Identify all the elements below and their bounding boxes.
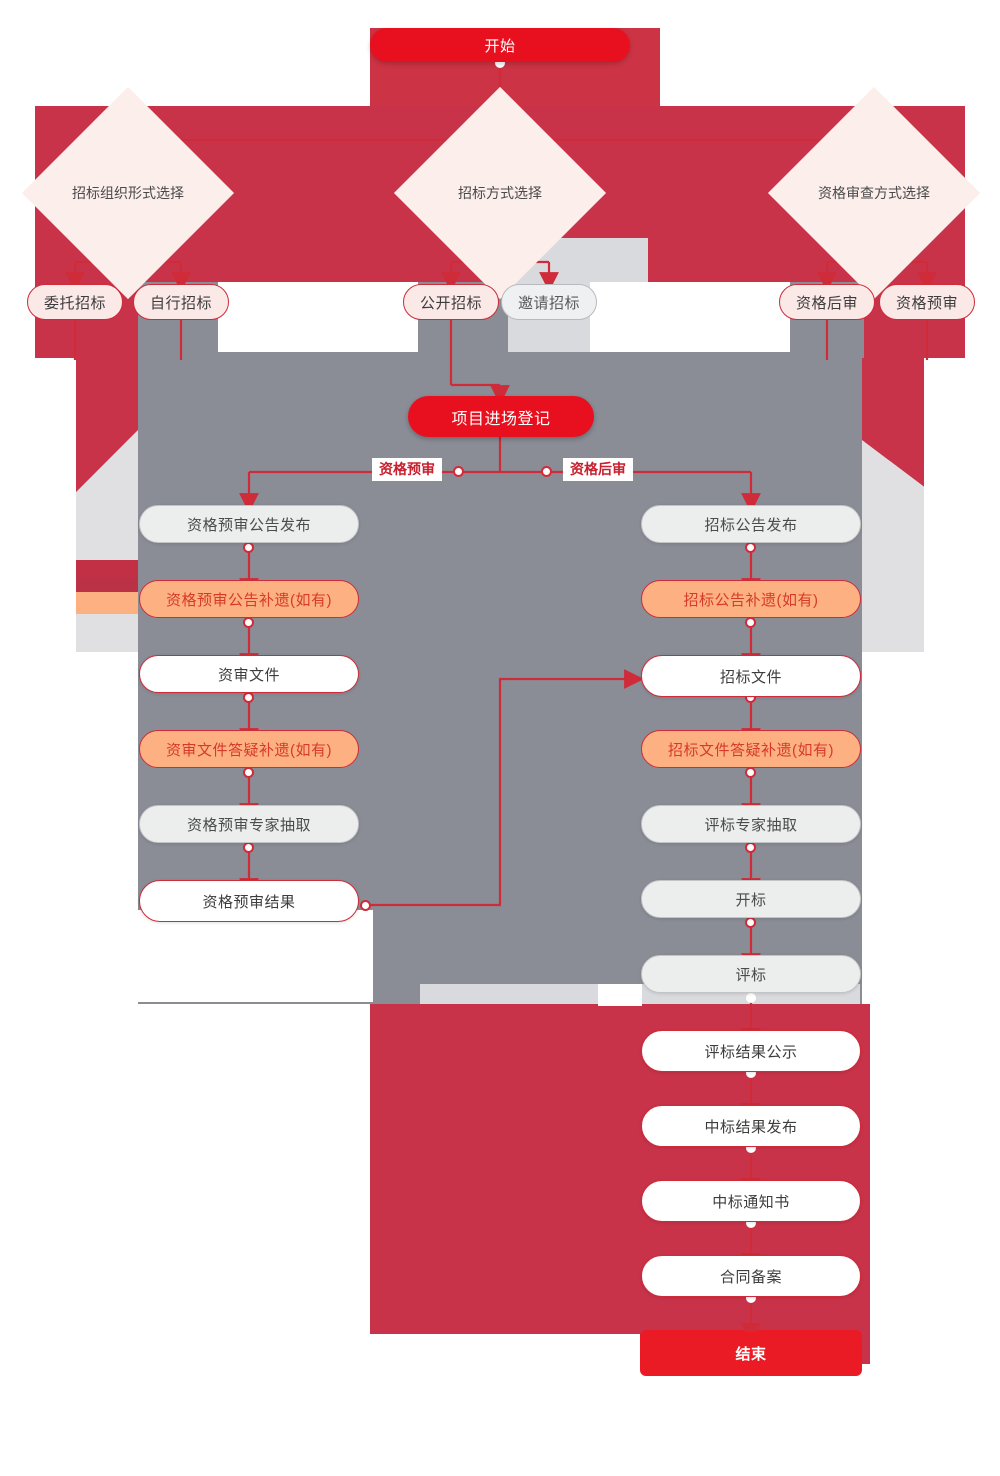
node-R1[interactable]: 招标公告发布	[641, 505, 861, 543]
bg-strip-a	[76, 560, 138, 578]
node-R4[interactable]: 招标文件答疑补遗(如有)	[641, 730, 861, 768]
junction-dot-branch-left	[453, 466, 464, 477]
bg-block-white-lower	[138, 910, 373, 1002]
junction-dot-start	[495, 58, 505, 68]
junction-dot-L3	[243, 692, 254, 703]
node-R6[interactable]: 开标	[641, 880, 861, 918]
node-R8[interactable]: 评标结果公示	[641, 1030, 861, 1072]
node-project-registration[interactable]: 项目进场登记	[408, 396, 594, 437]
node-R7[interactable]: 评标	[641, 955, 861, 993]
junction-dot-R10	[746, 1218, 756, 1228]
bg-strip-c	[76, 592, 138, 614]
node-end[interactable]: 结束	[640, 1332, 862, 1374]
option-公开招标[interactable]: 公开招标	[403, 284, 499, 320]
node-R2[interactable]: 招标公告补遗(如有)	[641, 580, 861, 618]
junction-dot-R6	[745, 917, 756, 928]
node-L3[interactable]: 资审文件	[139, 655, 359, 693]
junction-dot-R11	[746, 1293, 756, 1303]
option-资格后审[interactable]: 资格后审	[779, 284, 875, 320]
node-L6[interactable]: 资格预审结果	[139, 880, 359, 922]
junction-dot-R5	[745, 842, 756, 853]
bg-block-white-left	[218, 282, 418, 358]
branch-label-right: 资格后审	[563, 458, 633, 482]
option-资格预审[interactable]: 资格预审	[879, 284, 975, 320]
decision-label-1: 招标组织形式选择	[72, 185, 184, 201]
branch-label-left: 资格预审	[372, 458, 442, 482]
node-R3[interactable]: 招标文件	[641, 655, 861, 697]
junction-dot-R2	[745, 617, 756, 628]
junction-dot-R9	[746, 1143, 756, 1153]
junction-dot-L5	[243, 842, 254, 853]
node-L2[interactable]: 资格预审公告补遗(如有)	[139, 580, 359, 618]
node-start[interactable]: 开始	[370, 28, 630, 62]
junction-dot-L1	[243, 542, 254, 553]
node-R9[interactable]: 中标结果发布	[641, 1105, 861, 1147]
node-L5[interactable]: 资格预审专家抽取	[139, 805, 359, 843]
junction-dot-L2	[243, 617, 254, 628]
junction-dot-R7	[746, 993, 756, 1003]
junction-dot-R8	[746, 1068, 756, 1078]
junction-dot-R4	[745, 767, 756, 778]
bg-block-white-tail	[598, 984, 642, 1006]
node-R10[interactable]: 中标通知书	[641, 1180, 861, 1222]
option-委托招标[interactable]: 委托招标	[27, 284, 123, 320]
junction-dot-L4	[243, 767, 254, 778]
node-R5[interactable]: 评标专家抽取	[641, 805, 861, 843]
bg-block-white-right	[590, 282, 790, 358]
node-R11[interactable]: 合同备案	[641, 1255, 861, 1297]
node-L4[interactable]: 资审文件答疑补遗(如有)	[139, 730, 359, 768]
decision-label-2: 招标方式选择	[458, 185, 542, 201]
bg-strip-b	[76, 578, 138, 592]
junction-dot-R1	[745, 542, 756, 553]
option-邀请招标[interactable]: 邀请招标	[501, 284, 597, 320]
option-自行招标[interactable]: 自行招标	[133, 284, 229, 320]
decision-label-3: 资格审查方式选择	[818, 185, 930, 201]
junction-dot-branch-right	[541, 466, 552, 477]
node-L1[interactable]: 资格预审公告发布	[139, 505, 359, 543]
junction-dot-L6-out	[360, 900, 371, 911]
